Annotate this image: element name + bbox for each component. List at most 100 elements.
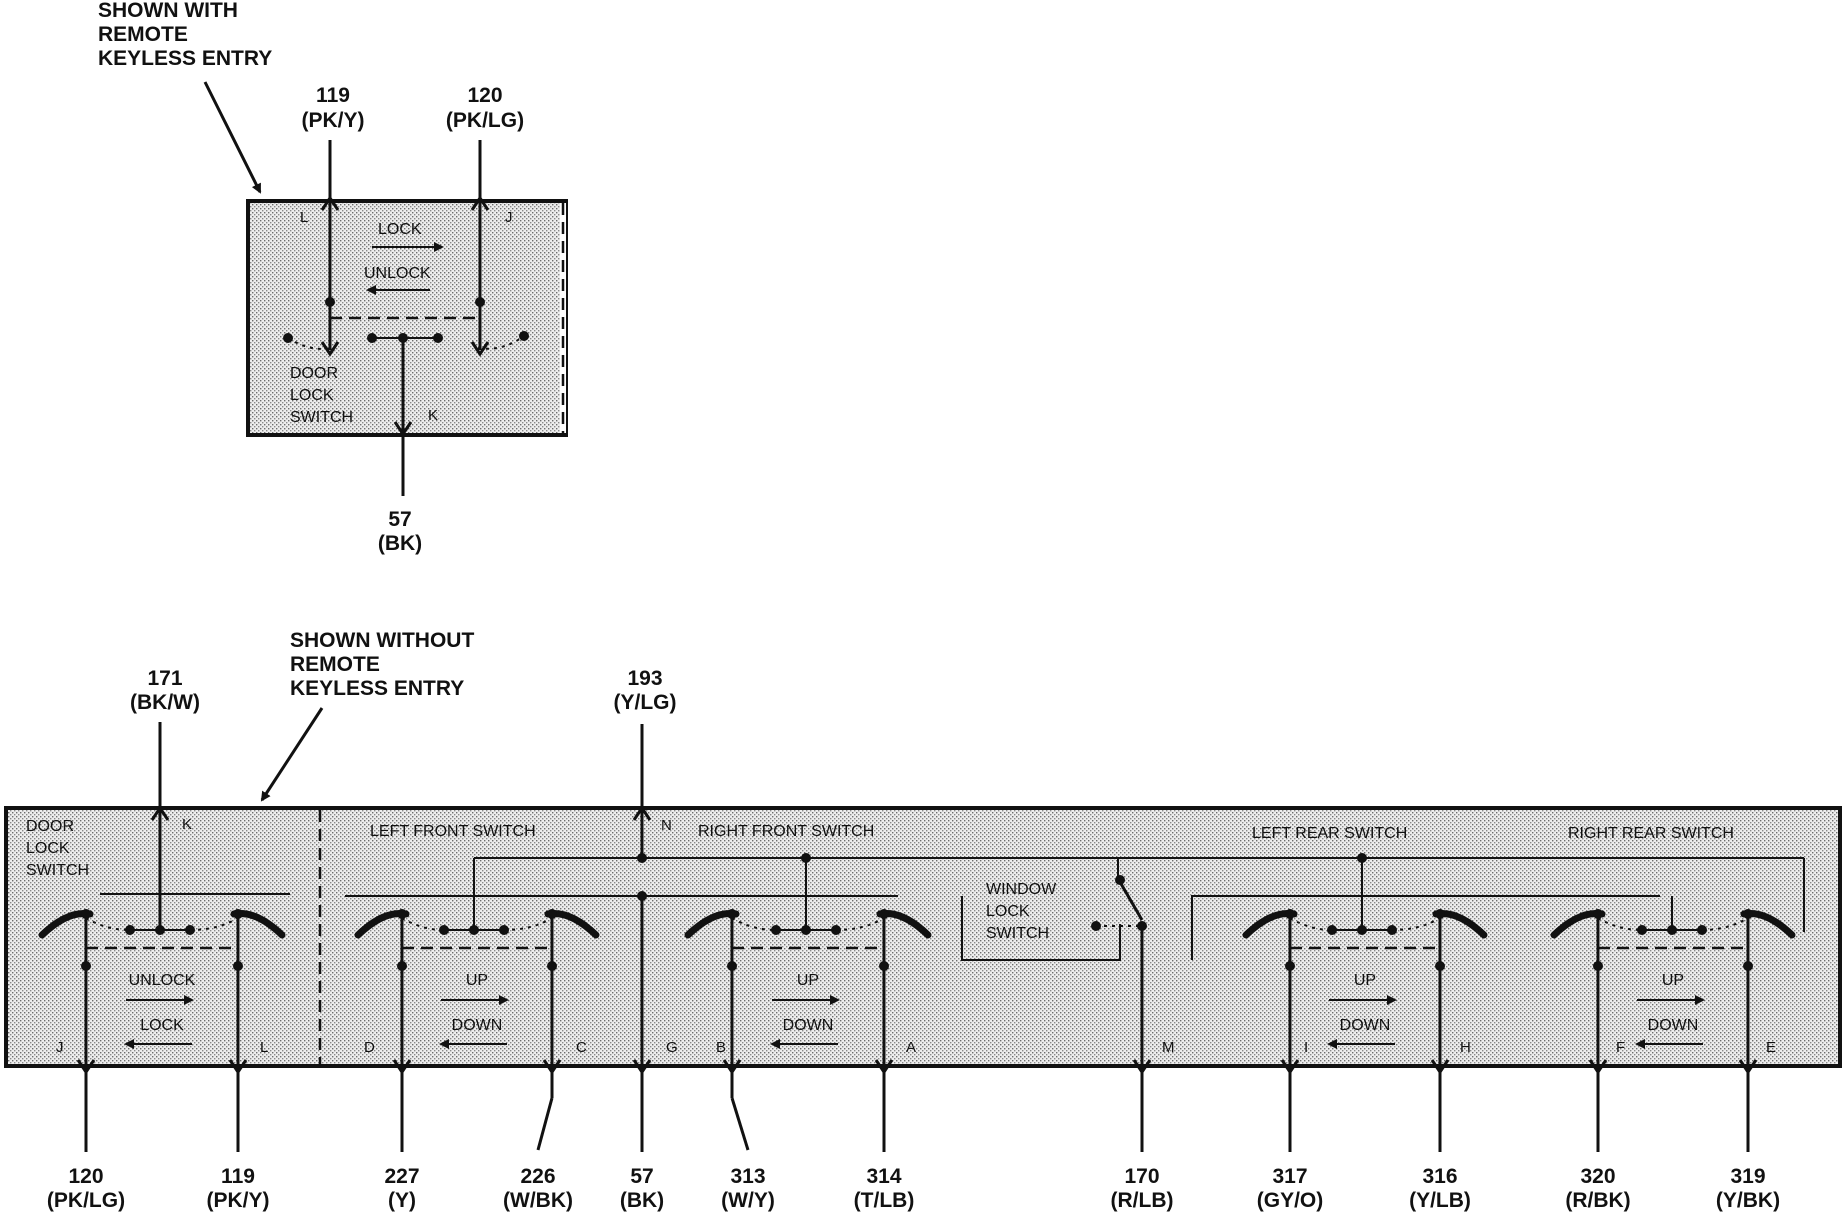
door-lock-pin-chevron-1 bbox=[228, 1059, 248, 1075]
left-rear-down-label: DOWN bbox=[1340, 1017, 1391, 1034]
door-lock-pivot-0 bbox=[81, 909, 91, 919]
top-lock-label: LOCK bbox=[378, 221, 422, 238]
right-front-pivot-0 bbox=[727, 909, 737, 919]
left-rear-switch-label: LEFT REAR SWITCH bbox=[1252, 825, 1407, 842]
top-note-line3: KEYLESS ENTRY bbox=[98, 47, 272, 70]
right-rear-right-arc bbox=[1701, 917, 1749, 931]
left-rear-contact-0 bbox=[1327, 925, 1337, 935]
door-lock-pin-1: L bbox=[260, 1039, 268, 1056]
top-pin-k: K bbox=[428, 407, 438, 424]
bottom-wire-57: 57(BK) bbox=[620, 1098, 664, 1212]
top-wire-120-color: (PK/LG) bbox=[446, 109, 524, 132]
window-lock-label-1: WINDOW bbox=[986, 881, 1057, 898]
door-lock-switch: UNLOCK LOCK J L bbox=[38, 909, 286, 1098]
right-front-right-arc bbox=[835, 917, 885, 931]
top-pin-l-chevron-low bbox=[320, 341, 340, 357]
top-note-arrow bbox=[203, 81, 262, 194]
wire-317-num: 317 bbox=[1272, 1165, 1307, 1188]
left-front-contact-0 bbox=[439, 925, 449, 935]
left-rear-right-arc bbox=[1391, 917, 1441, 931]
wire-316-num: 316 bbox=[1422, 1165, 1457, 1188]
right-rear-down-label: DOWN bbox=[1648, 1017, 1699, 1034]
wire-317-color: (GY/O) bbox=[1257, 1189, 1324, 1212]
wire-193-color: (Y/LG) bbox=[614, 691, 677, 714]
door-lock-pin-chevron-0 bbox=[76, 1059, 96, 1075]
right-rear-pivot-1 bbox=[1743, 909, 1753, 919]
wire-119-num: 119 bbox=[221, 1165, 255, 1188]
wire-57-num: 57 bbox=[630, 1165, 653, 1188]
left-front-pin-chevron-0 bbox=[392, 1059, 412, 1075]
door-lock-label-3: SWITCH bbox=[26, 862, 89, 879]
pin-g-chevron bbox=[632, 1059, 652, 1075]
wire-57-color: (BK) bbox=[620, 1189, 664, 1212]
left-front-node-0 bbox=[397, 961, 407, 971]
left-front-pivot-1 bbox=[547, 909, 557, 919]
top-wire-57: 57 (BK) bbox=[378, 338, 422, 555]
bottom-note-line1: SHOWN WITHOUT bbox=[290, 629, 474, 652]
wire-319-num: 319 bbox=[1730, 1165, 1765, 1188]
wire-120-num: 120 bbox=[68, 1165, 103, 1188]
wire-314-color: (T/LB) bbox=[854, 1189, 915, 1212]
left-rear-node-1 bbox=[1435, 961, 1445, 971]
window-lock-switch bbox=[1091, 875, 1152, 1098]
wire-313-color: (W/Y) bbox=[721, 1189, 775, 1212]
left-rear-pin-chevron-0 bbox=[1280, 1059, 1300, 1075]
left-rear-contact-2 bbox=[1387, 925, 1397, 935]
top-contact-1 bbox=[283, 333, 293, 343]
right-rear-node-1 bbox=[1743, 961, 1753, 971]
top-wire-119: 119 (PK/Y) bbox=[302, 84, 365, 357]
wl-blade bbox=[1118, 881, 1144, 921]
top-pin-l: L bbox=[300, 209, 308, 226]
door-lock-unlock-label: UNLOCK bbox=[129, 972, 196, 989]
left-front-up-label: UP bbox=[466, 972, 488, 989]
wire-193-num: 193 bbox=[627, 667, 662, 690]
wire-227-num: 227 bbox=[384, 1165, 419, 1188]
top-switch-label-3: SWITCH bbox=[290, 409, 353, 426]
top-note: SHOWN WITH REMOTE KEYLESS ENTRY bbox=[98, 0, 272, 194]
wire-170-num: 170 bbox=[1124, 1165, 1159, 1188]
wire-316-color: (Y/LB) bbox=[1409, 1189, 1471, 1212]
top-note-line1: SHOWN WITH bbox=[98, 0, 238, 22]
door-lock-lock-label: LOCK bbox=[140, 1017, 184, 1034]
door-lock-pin-0: J bbox=[56, 1039, 64, 1056]
bottom-note: SHOWN WITHOUT REMOTE KEYLESS ENTRY bbox=[260, 629, 474, 802]
top-switch-label-2: LOCK bbox=[290, 387, 334, 404]
bottom-wire-227: 227(Y) bbox=[384, 1098, 420, 1212]
pin-k-label: K bbox=[182, 816, 192, 833]
bottom-wire-171: 171 (BK/W) K bbox=[130, 667, 200, 930]
top-wire-119-color: (PK/Y) bbox=[302, 109, 365, 132]
left-rear-pin-1: H bbox=[1460, 1039, 1471, 1056]
wire-320-color: (R/BK) bbox=[1565, 1189, 1630, 1212]
right-rear-pin-1: E bbox=[1766, 1039, 1776, 1056]
top-wire-57-color: (BK) bbox=[378, 532, 422, 555]
bottom-switch-box bbox=[4, 806, 1842, 1068]
wire-314-num: 314 bbox=[866, 1165, 901, 1188]
left-rear-pivot-0 bbox=[1285, 909, 1295, 919]
door-lock-node-1 bbox=[233, 961, 243, 971]
top-pin-j: J bbox=[505, 209, 513, 226]
right-rear-pivot-0 bbox=[1593, 909, 1603, 919]
left-rear-up-label: UP bbox=[1354, 972, 1376, 989]
left-rear-pin-chevron-1 bbox=[1430, 1059, 1450, 1075]
left-rear-pin-0: I bbox=[1304, 1039, 1308, 1056]
pin-k-chevron bbox=[150, 805, 170, 821]
rear-feed-wire bbox=[1191, 895, 1660, 960]
window-lock-label-2: LOCK bbox=[986, 903, 1030, 920]
right-front-down-label: DOWN bbox=[783, 1017, 834, 1034]
right-rear-contact-0 bbox=[1637, 925, 1647, 935]
node-lr-193 bbox=[1357, 853, 1367, 863]
top-wire-120-num: 120 bbox=[467, 84, 502, 107]
right-rear-pin-chevron-1 bbox=[1738, 1059, 1758, 1075]
bottom-note-arrow bbox=[260, 707, 324, 802]
right-rear-up-label: UP bbox=[1662, 972, 1684, 989]
right-rear-node-0 bbox=[1593, 961, 1603, 971]
bottom-wire-316: 316(Y/LB) bbox=[1409, 1098, 1471, 1212]
bottom-wire-317: 317(GY/O) bbox=[1257, 1098, 1324, 1212]
wl-node-top bbox=[1115, 875, 1125, 885]
bottom-wire-193: 193 (Y/LG) N bbox=[614, 667, 677, 858]
left-front-pin-0: D bbox=[364, 1039, 375, 1056]
